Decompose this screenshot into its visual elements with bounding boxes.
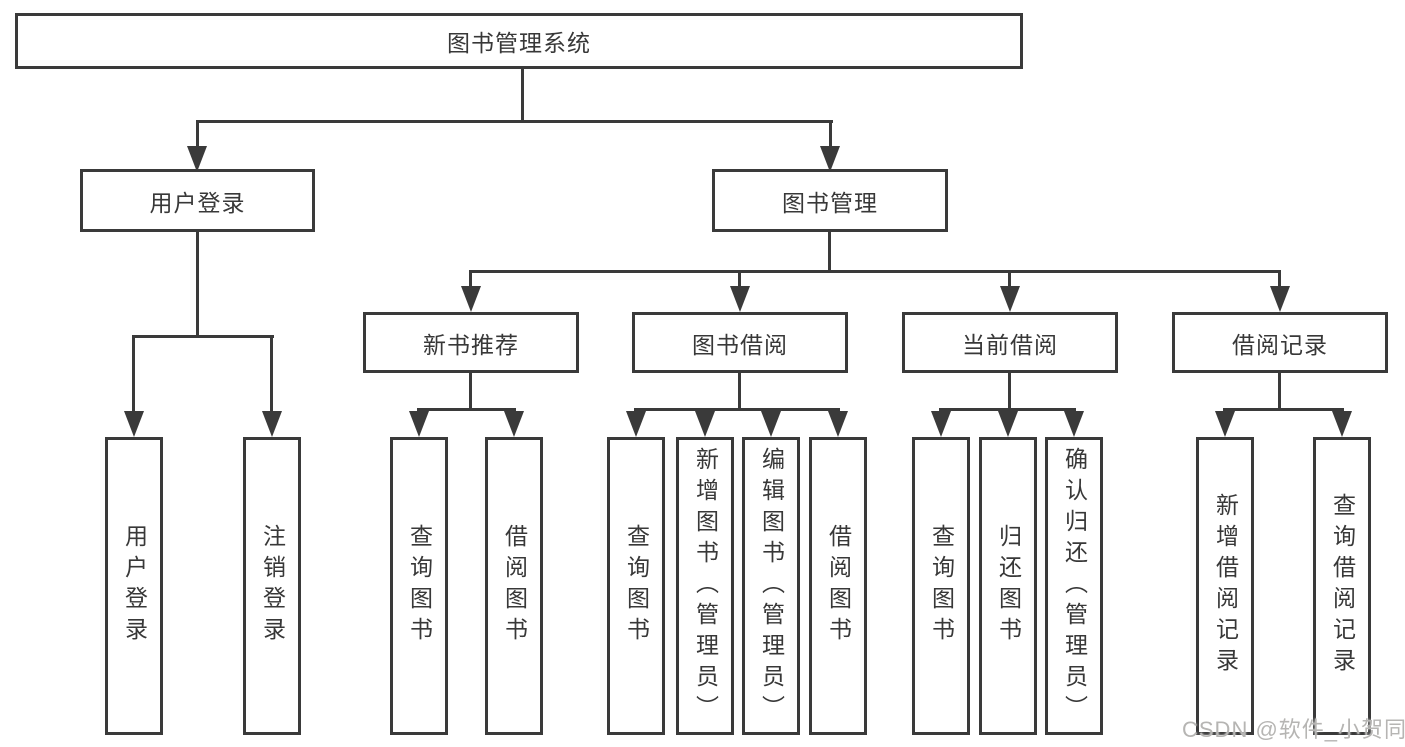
leaf-cur-return-book: 归还图书 — [979, 437, 1037, 735]
leaf-bor-borrow-book: 借阅图书 — [809, 437, 867, 735]
connector-user-login-trunk — [196, 232, 199, 335]
connector-book-mgmt-bar — [469, 270, 1281, 273]
arrow-down-icon — [730, 286, 750, 312]
node-root: 图书管理系统 — [15, 13, 1023, 69]
connector-new-book-rec-trunk — [469, 373, 472, 408]
leaf-bor-add-book: 新增图书（管理员） — [676, 437, 734, 735]
leaf-bor-query-book: 查询图书 — [607, 437, 665, 735]
arrow-down-icon — [124, 411, 144, 437]
connector-drop-current-borrow — [1008, 270, 1011, 288]
node-new-book-rec: 新书推荐 — [363, 312, 579, 373]
arrow-down-icon — [1332, 411, 1352, 437]
connector-user-login-bar — [132, 335, 274, 338]
leaf-rec-borrow-book: 借阅图书 — [485, 437, 543, 735]
arrow-down-icon — [695, 411, 715, 437]
connector-borrow-records-trunk — [1278, 373, 1281, 408]
arrow-down-icon — [828, 411, 848, 437]
leaf-user-login: 用户登录 — [105, 437, 163, 735]
connector-book-borrow-bar — [634, 408, 840, 411]
connector-current-borrow-trunk — [1008, 373, 1011, 408]
arrow-down-icon — [626, 411, 646, 437]
leaf-bor-edit-book: 编辑图书（管理员） — [742, 437, 800, 735]
connector-drop-user-login — [196, 120, 199, 148]
leaf-logout: 注销登录 — [243, 437, 301, 735]
arrow-down-icon — [1270, 286, 1290, 312]
arrow-down-icon — [409, 411, 429, 437]
leaf-query-borrow-record: 查询借阅记录 — [1313, 437, 1371, 735]
arrow-down-icon — [504, 411, 524, 437]
connector-root-branch-bar — [196, 120, 833, 123]
arrow-down-icon — [1000, 286, 1020, 312]
arrow-down-icon — [1215, 411, 1235, 437]
arrow-down-icon — [820, 146, 840, 172]
connector-drop-leaf-logout — [270, 335, 273, 413]
connector-drop-leaf-user-login — [132, 335, 135, 413]
arrow-down-icon — [1064, 411, 1084, 437]
connector-root-trunk — [521, 69, 524, 120]
connector-drop-borrow-records — [1278, 270, 1281, 288]
connector-new-book-rec-bar — [417, 408, 516, 411]
arrow-down-icon — [761, 411, 781, 437]
leaf-add-borrow-record: 新增借阅记录 — [1196, 437, 1254, 735]
connector-drop-book-mgmt — [829, 120, 832, 148]
connector-drop-book-borrow — [738, 270, 741, 288]
leaf-rec-query-book: 查询图书 — [390, 437, 448, 735]
connector-drop-new-book-rec — [469, 270, 472, 288]
node-current-borrow: 当前借阅 — [902, 312, 1118, 373]
node-borrow-records: 借阅记录 — [1172, 312, 1388, 373]
node-book-mgmt: 图书管理 — [712, 169, 948, 232]
arrow-down-icon — [187, 146, 207, 172]
csdn-watermark: CSDN @软件_小贺同学 — [1182, 717, 1405, 742]
leaf-cur-query-book: 查询图书 — [912, 437, 970, 735]
connector-borrow-records-bar — [1223, 408, 1344, 411]
connector-book-borrow-trunk — [738, 373, 741, 408]
arrow-down-icon — [998, 411, 1018, 437]
connector-book-mgmt-trunk — [828, 232, 831, 270]
leaf-cur-confirm-return: 确认归还（管理员） — [1045, 437, 1103, 735]
arrow-down-icon — [262, 411, 282, 437]
arrow-down-icon — [931, 411, 951, 437]
node-book-borrow: 图书借阅 — [632, 312, 848, 373]
arrow-down-icon — [461, 286, 481, 312]
node-user-login: 用户登录 — [80, 169, 315, 232]
